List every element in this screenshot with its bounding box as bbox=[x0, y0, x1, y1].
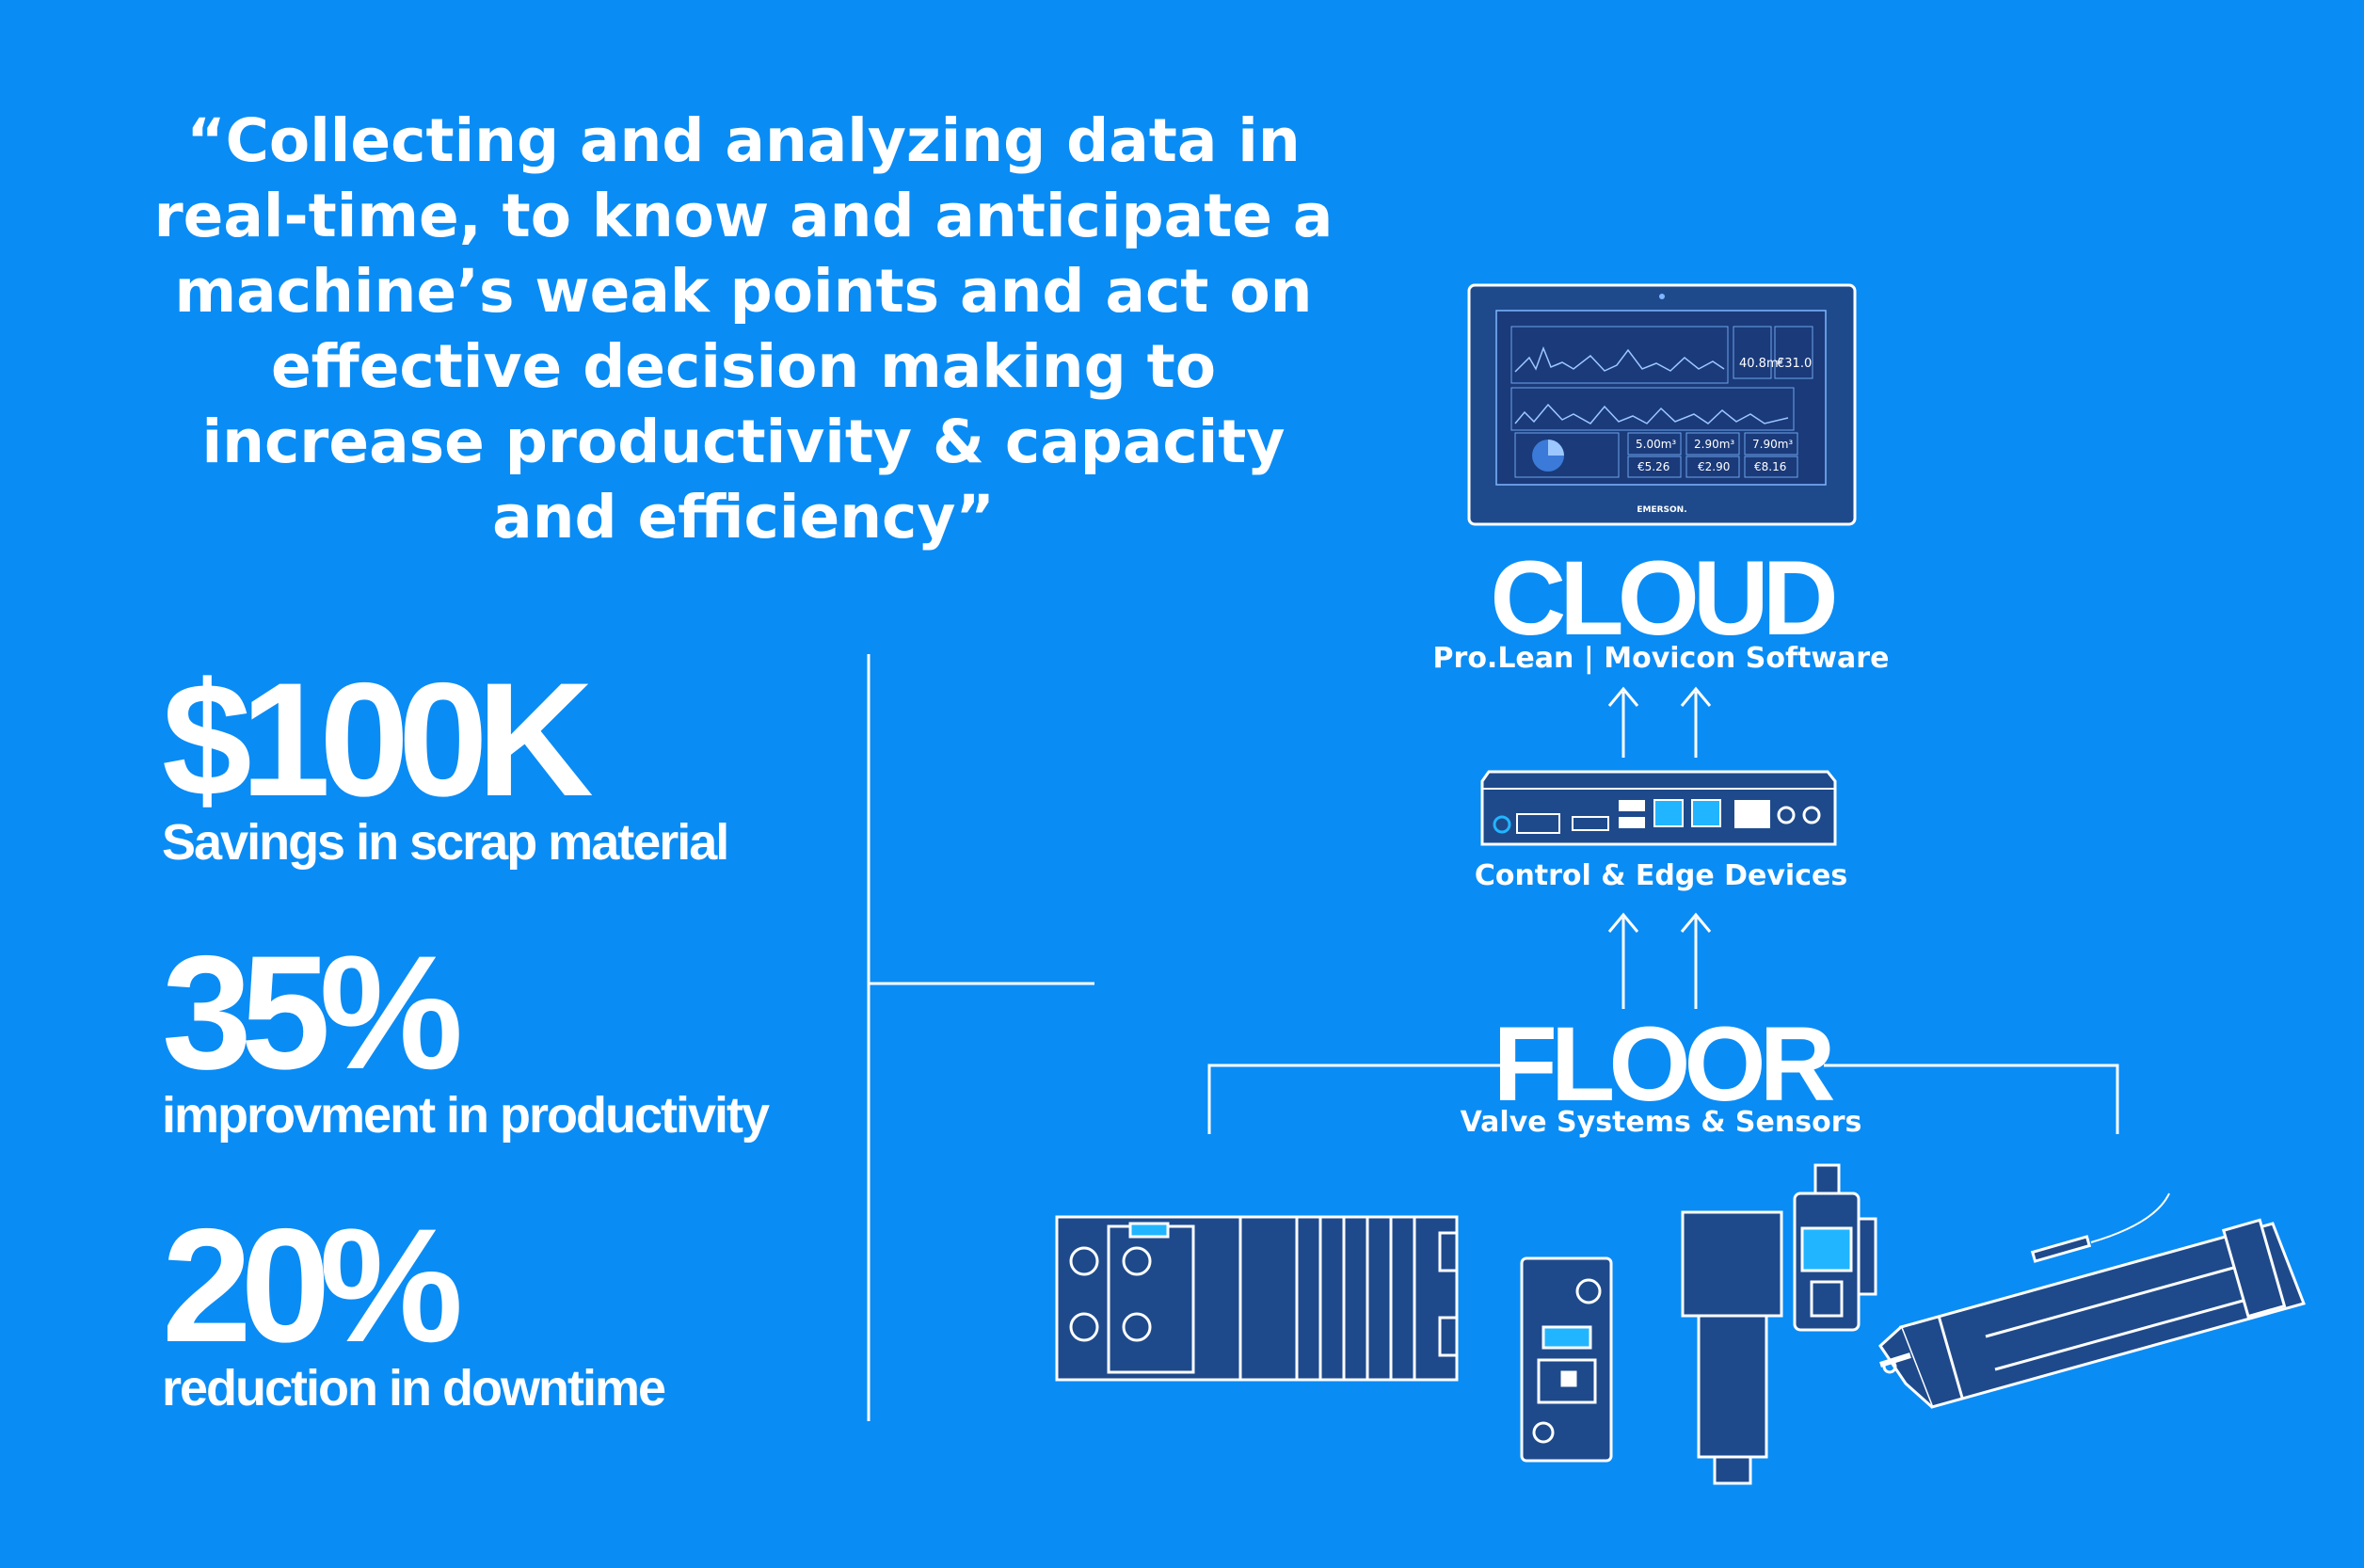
quote-line-6: and efficiency” bbox=[492, 483, 995, 552]
stat-productivity: 35% improvment in productivity bbox=[162, 922, 770, 1144]
quote-line-4: effective decision making to bbox=[270, 332, 1217, 401]
sensor-module-illustration bbox=[1520, 1256, 1613, 1463]
tablet-value-6: €5.26 bbox=[1637, 460, 1669, 473]
tablet-value-2: €31.0 bbox=[1777, 357, 1812, 371]
tablet-value-7: €2.90 bbox=[1698, 460, 1730, 473]
stat-value: 20% bbox=[162, 1195, 463, 1376]
quote-text: “Collecting and analyzing data in real-t… bbox=[141, 104, 1346, 555]
tablet-value-8: €8.16 bbox=[1754, 460, 1786, 473]
filter-regulator-illustration bbox=[1681, 1163, 1877, 1485]
tablet-value-1: 40.8m² bbox=[1739, 357, 1783, 371]
tablet-value-5: 7.90m³ bbox=[1752, 438, 1793, 451]
floor-title: FLOOR bbox=[1493, 1005, 1836, 1123]
quote-line-3: machine’s weak points and act on bbox=[174, 257, 1313, 326]
stat-savings: $100K Savings in scrap material bbox=[162, 649, 729, 871]
tablet-brand: EMERSON. bbox=[1637, 505, 1686, 515]
valve-manifold-illustration bbox=[1055, 1215, 1459, 1382]
quote-line-1: “Collecting and analyzing data in bbox=[186, 106, 1301, 175]
quote-line-5: increase productivity & capacity bbox=[201, 408, 1286, 476]
tablet-illustration: 40.8m² €31.0 5.00m³ 2.90m³ 7.90m³ €5.26 … bbox=[1467, 283, 1857, 526]
floor-subtitle: Valve Systems & Sensors bbox=[1460, 1106, 1862, 1139]
edge-subtitle: Control & Edge Devices bbox=[1474, 859, 1848, 892]
edge-controller-illustration bbox=[1480, 770, 1837, 846]
stat-value: 35% bbox=[162, 922, 463, 1103]
floor-bracket bbox=[1207, 1064, 2119, 1134]
divider bbox=[867, 654, 1094, 1421]
arrows-floor-to-edge bbox=[1607, 912, 1712, 1009]
cloud-title: CLOUD bbox=[1490, 539, 1838, 657]
stat-downtime: 20% reduction in downtime bbox=[162, 1195, 666, 1416]
stat-value: $100K bbox=[162, 649, 594, 830]
stat-label: reduction in downtime bbox=[162, 1360, 666, 1416]
cylinder-illustration bbox=[1878, 1192, 2306, 1409]
tablet-value-3: 5.00m³ bbox=[1636, 438, 1676, 451]
quote-line-2: real-time, to know and anticipate a bbox=[153, 182, 1334, 250]
cloud-subtitle: Pro.Lean | Movicon Software bbox=[1432, 642, 1890, 675]
stat-label: Savings in scrap material bbox=[162, 814, 729, 871]
tablet-value-4: 2.90m³ bbox=[1694, 438, 1734, 451]
stat-label: improvment in productivity bbox=[162, 1087, 770, 1144]
arrows-edge-to-cloud bbox=[1607, 686, 1712, 758]
